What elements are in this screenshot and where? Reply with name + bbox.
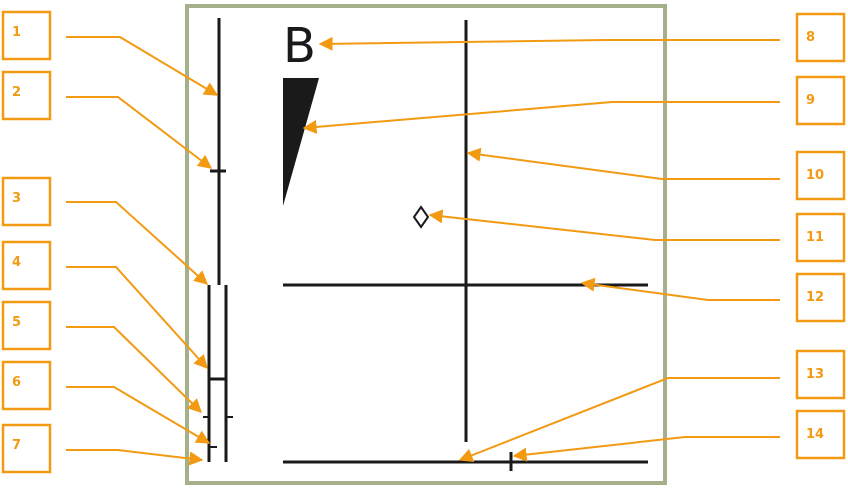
callout-box <box>795 75 846 126</box>
leader-9 <box>302 101 780 134</box>
callout-box <box>1 176 52 227</box>
callout-box <box>795 150 846 201</box>
callout-box <box>1 240 52 291</box>
display-symbology: B <box>203 18 648 471</box>
display-frame <box>185 4 667 485</box>
leader-1 <box>66 36 219 96</box>
callout-number: 9 <box>806 93 815 108</box>
leader-7 <box>66 449 204 466</box>
leader-5 <box>66 326 203 413</box>
callout-7: 7 <box>1 423 52 474</box>
callout-4: 4 <box>1 240 52 291</box>
mode-letter: B <box>283 18 316 74</box>
callout-box <box>1 10 52 61</box>
leader-lines <box>66 36 780 466</box>
callout-10: 10 <box>795 150 846 201</box>
callout-number: 11 <box>806 230 824 245</box>
callout-14: 14 <box>795 409 846 460</box>
callout-box <box>795 272 846 323</box>
callout-number: 8 <box>806 30 815 45</box>
diamond-marker <box>412 205 430 229</box>
callout-box <box>795 409 846 460</box>
callout-3: 3 <box>1 176 52 227</box>
callout-12: 12 <box>795 272 846 323</box>
callout-box <box>1 300 52 351</box>
leader-8 <box>318 36 780 51</box>
callout-9: 9 <box>795 75 846 126</box>
callout-box <box>1 423 52 474</box>
callout-number: 6 <box>12 375 21 390</box>
callout-2: 2 <box>1 70 52 121</box>
callout-number: 10 <box>806 168 824 183</box>
leader-4 <box>66 266 208 370</box>
callout-11: 11 <box>795 212 846 263</box>
callout-8: 8 <box>795 12 846 63</box>
callout-box <box>1 360 52 411</box>
callout-box <box>1 70 52 121</box>
leader-13 <box>458 377 780 462</box>
callout-number: 13 <box>806 367 824 382</box>
leader-10 <box>466 147 780 180</box>
callout-box <box>795 349 846 400</box>
callout-number: 4 <box>12 255 21 270</box>
leader-2 <box>66 96 213 169</box>
callout-box <box>795 12 846 63</box>
callout-6: 6 <box>1 360 52 411</box>
callout-1: 1 <box>1 10 52 61</box>
callout-number: 12 <box>806 290 824 305</box>
leader-6 <box>66 386 211 444</box>
leader-11 <box>428 209 780 241</box>
callout-number: 2 <box>12 85 21 100</box>
leader-3 <box>66 201 209 285</box>
callout-number: 1 <box>12 25 21 40</box>
wedge-indicator <box>283 78 319 206</box>
callout-number: 3 <box>12 191 21 206</box>
callout-box <box>795 212 846 263</box>
leader-12 <box>580 277 780 301</box>
callout-5: 5 <box>1 300 52 351</box>
callout-number: 7 <box>12 438 21 453</box>
callout-number: 5 <box>12 315 21 330</box>
leader-14 <box>512 436 780 462</box>
callout-number: 14 <box>806 427 824 442</box>
callout-13: 13 <box>795 349 846 400</box>
